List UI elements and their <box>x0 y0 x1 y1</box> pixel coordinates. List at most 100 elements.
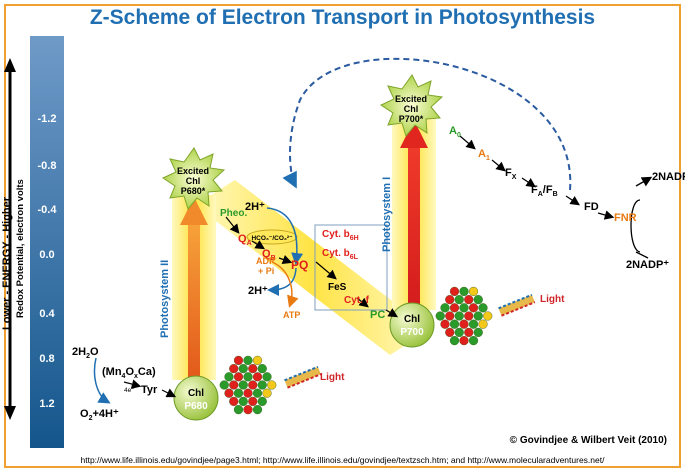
h-out-label: 2H⁺ <box>248 285 268 297</box>
pigment-molecule <box>257 364 267 374</box>
pigment-molecule <box>229 380 239 390</box>
pigment-molecule <box>478 303 488 313</box>
pigment-molecule <box>233 355 244 366</box>
pigment-molecule <box>468 319 479 329</box>
fafb-label: FA/FB <box>531 184 558 198</box>
pigment-molecule <box>440 319 450 329</box>
pigment-molecule <box>468 303 479 313</box>
tick-label: 0.4 <box>39 308 55 320</box>
a0-label: A0 <box>449 125 461 139</box>
pigment-molecule <box>238 380 248 390</box>
pigment-molecule <box>224 388 234 398</box>
ps2-antenna-cluster <box>219 355 277 415</box>
fd-label: FD <box>584 201 599 213</box>
cytf-label: Cyt. f <box>344 295 370 306</box>
fes-label: FeS <box>328 282 347 293</box>
pigment-molecule <box>445 311 455 321</box>
pigment-molecule <box>454 311 464 321</box>
figure-frame <box>4 4 681 468</box>
pigment-molecule <box>459 303 469 313</box>
copyright-text: © Govindjee & Wilbert Veit (2010) <box>509 435 667 446</box>
pigment-molecule <box>468 286 479 297</box>
cytb6l-label: Cyt. b6L <box>322 248 359 261</box>
nadph-label: 2NADPH <box>652 171 685 183</box>
electron-transport-band <box>195 180 430 355</box>
tick-label: -0.8 <box>37 160 57 172</box>
pigment-molecule <box>459 336 469 346</box>
qa-label: QA <box>238 233 252 247</box>
ps2-label: Photosystem II <box>159 260 171 338</box>
excited-p680-text: Excited <box>177 166 209 176</box>
p680-sphere <box>173 375 219 421</box>
pigment-molecule <box>224 372 234 382</box>
qb-label: QB <box>262 248 276 262</box>
pigment-molecule <box>449 303 460 313</box>
cyclic-dashed-arc <box>282 57 572 191</box>
ps2-beam <box>188 222 200 380</box>
pigment-molecule <box>229 364 239 374</box>
pigment-molecule <box>267 380 277 390</box>
ps2-beam-arrowhead <box>180 197 208 225</box>
cytb6h-label: Cyt. b6H <box>322 229 359 242</box>
ps1-antenna-cluster <box>435 286 493 346</box>
pigment-molecule <box>243 372 253 382</box>
energy-double-arrow <box>4 58 16 420</box>
tick-label: -1.2 <box>37 113 57 125</box>
a1-label: A1 <box>478 148 490 162</box>
pigment-molecule <box>454 295 464 305</box>
pigment-molecule <box>233 372 244 382</box>
pigment-molecule <box>238 364 248 374</box>
figure-title: Z-Scheme of Electron Transport in Photos… <box>89 6 596 29</box>
pigment-molecule <box>478 319 488 329</box>
p700-sphere <box>389 302 435 348</box>
pheo-label: Pheo. <box>220 208 247 219</box>
pigment-molecule <box>468 336 479 346</box>
pigment-molecule <box>440 303 450 313</box>
mn-cluster-label: (Mn4OxCa) <box>102 366 156 380</box>
tick-label: 0.0 <box>39 249 55 261</box>
h-in-label: 2H⁺ <box>245 201 265 213</box>
excited-p680-text: Chl <box>186 176 201 186</box>
pigment-molecule <box>262 388 272 398</box>
pigment-molecule <box>252 405 263 415</box>
redox-scale-bar <box>30 36 64 448</box>
tick-label: 0.8 <box>39 353 55 365</box>
pigment-molecule <box>252 355 263 366</box>
pi-label: + Pi <box>258 266 274 276</box>
pigment-molecule <box>473 327 483 338</box>
fnr-label: FNR <box>614 212 637 224</box>
pigment-molecule <box>459 286 469 297</box>
ps1-label: Photosystem I <box>381 177 393 252</box>
pigment-molecule <box>257 396 267 407</box>
nadp-label: 2NADP⁺ <box>626 259 669 271</box>
footer-urls: http://www.life.illinois.edu/govindjee/p… <box>80 455 605 465</box>
pigment-molecule <box>257 380 267 390</box>
chl-p700-text: Chl <box>404 314 420 325</box>
pigment-molecule <box>233 405 244 415</box>
pigment-molecule <box>464 327 474 338</box>
light-label: Light <box>540 294 565 305</box>
pigment-molecule <box>464 295 474 305</box>
pigment-molecule <box>262 372 272 382</box>
pigment-molecule <box>252 372 263 382</box>
pigment-molecule <box>473 295 483 305</box>
tyr-label: Tyr <box>141 384 158 396</box>
excited-p700-text: Chl <box>404 104 419 114</box>
pigment-molecule <box>229 396 239 407</box>
pigment-molecule <box>473 311 483 321</box>
pigment-molecule <box>464 311 474 321</box>
pigment-molecule <box>248 380 258 390</box>
excited-p680-star <box>161 147 226 211</box>
pigment-molecule <box>445 327 455 338</box>
pigment-molecule <box>243 388 253 398</box>
cytochrome-complex-box <box>314 224 388 311</box>
atp-label: ATP <box>283 310 300 320</box>
pigment-molecule <box>252 388 263 398</box>
light-squiggle-1 <box>284 365 322 389</box>
ps1-beam-arrowhead <box>400 120 428 148</box>
excited-p700-text: P700* <box>399 114 424 124</box>
pigment-molecule <box>483 311 493 321</box>
light-squiggle-2 <box>498 293 536 317</box>
pigment-molecule <box>459 319 469 329</box>
